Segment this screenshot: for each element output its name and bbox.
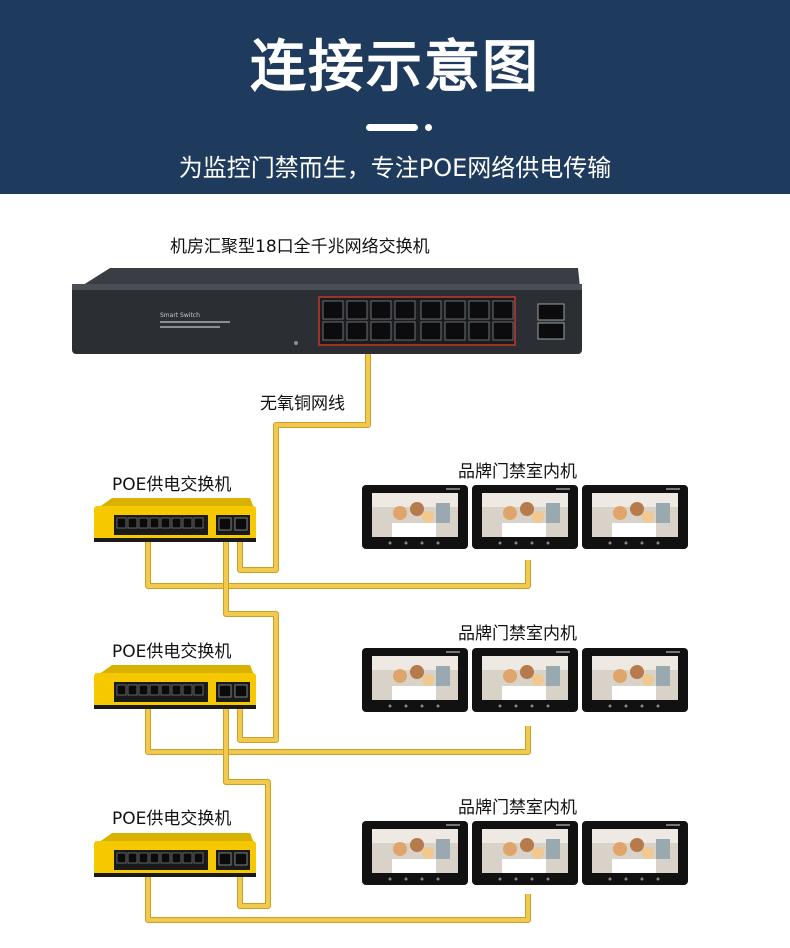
poe-port bbox=[116, 684, 127, 696]
poe-uplink-port bbox=[218, 684, 232, 698]
poe-port bbox=[149, 852, 160, 864]
indoor-monitor-3-1 bbox=[362, 821, 468, 885]
poe-port bbox=[193, 684, 204, 696]
poe-switch-3 bbox=[94, 833, 256, 877]
poe-switch-label-2: POE供电交换机 bbox=[112, 642, 232, 662]
indoor-monitor-2-3 bbox=[582, 648, 688, 712]
cable-poe-2-to-poe-3 bbox=[224, 702, 270, 908]
poe-uplink-port bbox=[234, 684, 248, 698]
poe-port bbox=[171, 517, 182, 529]
monitors-label-1: 品牌门禁室内机 bbox=[458, 462, 577, 482]
core-port bbox=[322, 321, 344, 341]
poe-port bbox=[138, 852, 149, 864]
core-port bbox=[370, 321, 392, 341]
poe-port bbox=[127, 852, 138, 864]
poe-port bbox=[193, 517, 204, 529]
header-banner: 连接示意图 为监控门禁而生，专注POE网络供电传输 bbox=[0, 0, 790, 194]
indoor-monitor-3-3 bbox=[582, 821, 688, 885]
poe-port bbox=[160, 852, 171, 864]
poe-uplink-port bbox=[234, 852, 248, 866]
poe-port bbox=[127, 684, 138, 696]
core-port bbox=[346, 321, 368, 341]
poe-port bbox=[116, 852, 127, 864]
page-title: 连接示意图 bbox=[250, 35, 540, 100]
poe-port bbox=[160, 517, 171, 529]
poe-uplink-port bbox=[218, 852, 232, 866]
core-port bbox=[420, 300, 442, 320]
poe-port bbox=[182, 852, 193, 864]
core-uplink-port bbox=[537, 303, 565, 321]
monitors-label-2: 品牌门禁室内机 bbox=[458, 624, 577, 644]
core-port bbox=[468, 300, 490, 320]
poe-port bbox=[193, 852, 204, 864]
cable-poe-1-to-poe-2 bbox=[224, 534, 278, 742]
indoor-monitor-2-2 bbox=[472, 648, 578, 712]
poe-switch-label-1: POE供电交换机 bbox=[112, 475, 232, 495]
core-port bbox=[444, 300, 466, 320]
poe-port bbox=[182, 684, 193, 696]
monitors-label-3: 品牌门禁室内机 bbox=[458, 798, 577, 818]
indoor-monitor-1-1 bbox=[362, 485, 468, 549]
poe-uplink-port bbox=[218, 517, 232, 531]
core-port bbox=[420, 321, 442, 341]
poe-uplink-port bbox=[234, 517, 248, 531]
poe-port bbox=[171, 852, 182, 864]
indoor-monitor-3-2 bbox=[472, 821, 578, 885]
core-port bbox=[346, 300, 368, 320]
core-port bbox=[468, 321, 490, 341]
cable-core-to-poe-1 bbox=[238, 345, 370, 572]
poe-port bbox=[149, 517, 160, 529]
cable-poe-to-monitors-3 bbox=[146, 872, 530, 922]
page-subtitle: 为监控门禁而生，专注POE网络供电传输 bbox=[178, 154, 612, 182]
poe-switch-1 bbox=[94, 498, 256, 542]
core-port bbox=[492, 321, 514, 341]
indoor-monitor-1-2 bbox=[472, 485, 578, 549]
cable-layer bbox=[145, 345, 531, 923]
core-uplink-port bbox=[537, 322, 565, 340]
poe-switch-2 bbox=[94, 665, 256, 709]
poe-port bbox=[171, 684, 182, 696]
core-switch: Smart Switch bbox=[72, 268, 582, 354]
title-divider bbox=[366, 124, 418, 131]
poe-port bbox=[149, 684, 160, 696]
cable-poe-to-monitors-1 bbox=[146, 538, 530, 588]
core-port bbox=[322, 300, 344, 320]
indoor-monitor-2-1 bbox=[362, 648, 468, 712]
poe-port bbox=[138, 517, 149, 529]
core-port bbox=[370, 300, 392, 320]
poe-port bbox=[116, 517, 127, 529]
title-divider-dot bbox=[425, 124, 432, 131]
core-port bbox=[394, 321, 416, 341]
poe-port bbox=[160, 684, 171, 696]
poe-port bbox=[127, 517, 138, 529]
core-port bbox=[444, 321, 466, 341]
poe-port bbox=[138, 684, 149, 696]
cable-label: 无氧铜网线 bbox=[260, 394, 345, 414]
poe-port bbox=[182, 517, 193, 529]
poe-switch-label-3: POE供电交换机 bbox=[112, 809, 232, 829]
cable-poe-to-monitors-2 bbox=[146, 704, 530, 754]
indoor-monitor-1-3 bbox=[582, 485, 688, 549]
core-port bbox=[492, 300, 514, 320]
core-switch-label: 机房汇聚型18口全千兆网络交换机 bbox=[170, 237, 430, 257]
core-port bbox=[394, 300, 416, 320]
svg-text:Smart Switch: Smart Switch bbox=[160, 312, 200, 319]
